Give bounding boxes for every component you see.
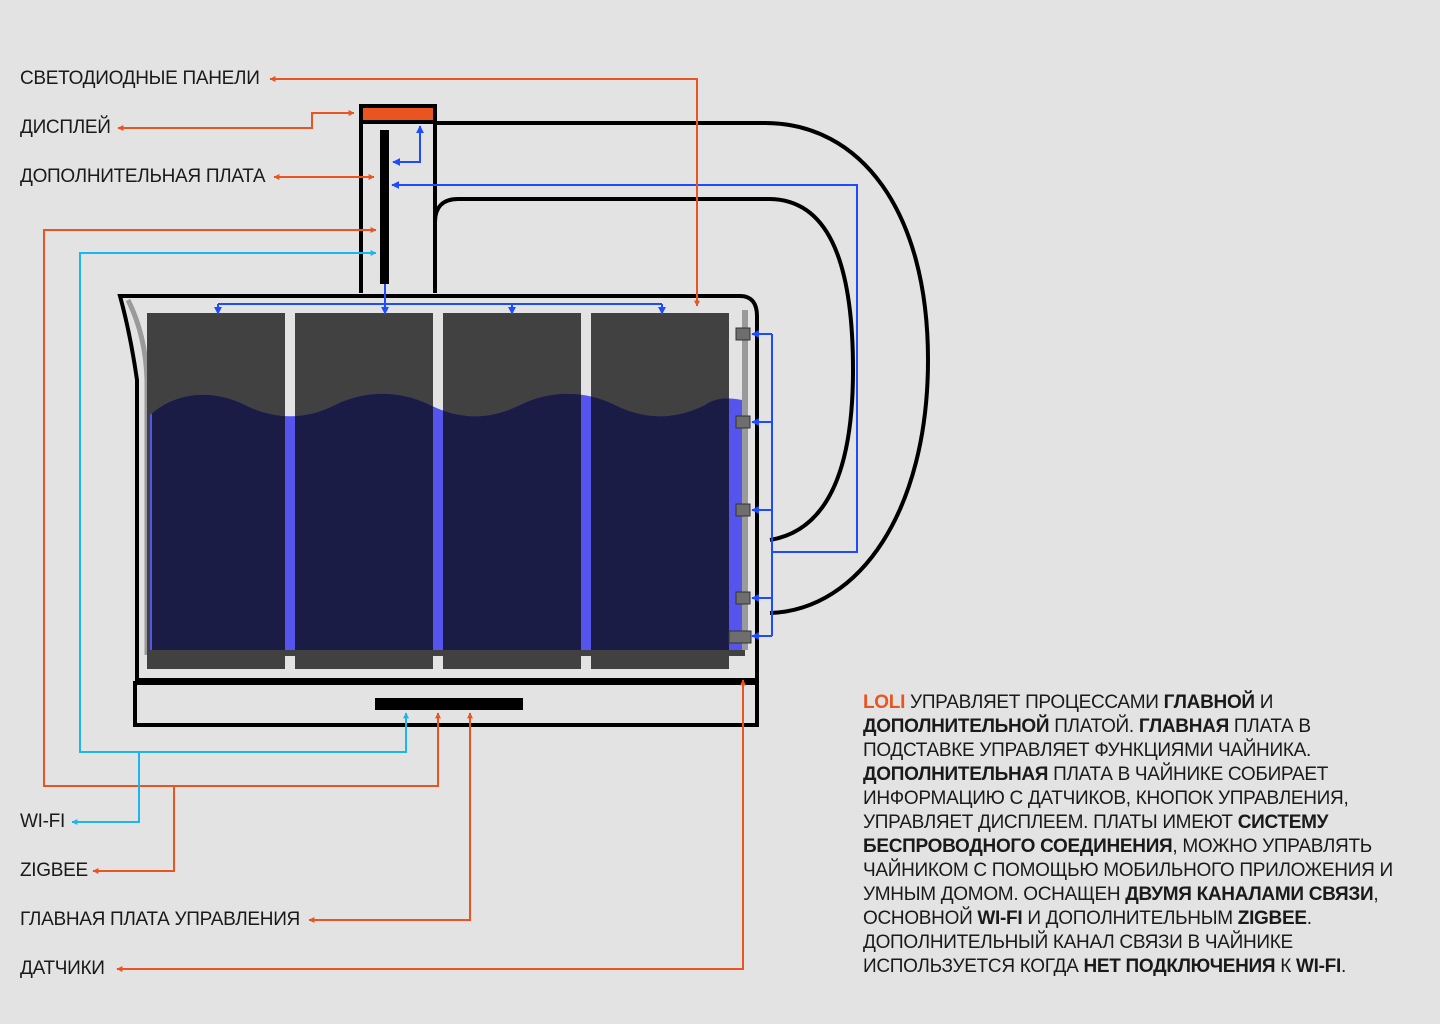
display-screen xyxy=(359,104,437,124)
main-board xyxy=(375,698,523,710)
sensor-5 xyxy=(728,630,752,644)
description-segment-15: и дополнительным xyxy=(1022,908,1238,929)
sensor-4 xyxy=(735,591,751,605)
label-display: Дисплей xyxy=(20,117,111,138)
description-segment-10: систему беспроводного соединения xyxy=(863,812,1329,857)
description-segment-7: плата в подставке управляет функциями ча… xyxy=(863,716,1311,761)
kettle-handle-outer xyxy=(435,121,931,615)
description-segment-1: управляет процессами xyxy=(905,692,1164,713)
sensors xyxy=(728,327,752,644)
description-segment-16: Zigbee xyxy=(1237,908,1307,929)
description-segment-5: платой. xyxy=(1049,716,1139,737)
water-bottom xyxy=(150,650,745,656)
water xyxy=(150,393,742,655)
label-sensors: Датчики xyxy=(20,958,105,979)
label-leaders-cyan xyxy=(71,250,409,825)
description-segment-11: , можно управлять чайником с помощью моб… xyxy=(863,836,1393,905)
description-segment-3: и xyxy=(1254,692,1274,713)
label-led-panels: Светодиодные панели xyxy=(20,68,260,89)
label-zigbee: Zigbee xyxy=(20,860,88,881)
label-leaders-orange xyxy=(43,76,746,972)
label-wifi: Wi-Fi xyxy=(20,811,65,832)
description-segment-12: двумя каналами связи xyxy=(1125,884,1374,905)
description-segment-0: LOLI xyxy=(863,692,906,713)
description-segment-8: Дополнительная xyxy=(863,764,1049,785)
description-segment-6: Главная xyxy=(1138,716,1229,737)
sensor-1 xyxy=(735,327,751,341)
description-segment-19: к xyxy=(1275,956,1296,977)
description-segment-17: . Дополнительный канал связи в чайнике и… xyxy=(863,908,1312,977)
description-segment-18: нет подключения xyxy=(1083,956,1276,977)
description-segment-14: Wi-Fi xyxy=(977,908,1023,929)
aux-board xyxy=(380,130,389,284)
label-main-board: Главная плата управления xyxy=(20,909,300,930)
kettle-neck xyxy=(359,118,437,293)
description-segment-9: плата в чайнике собирает информацию с да… xyxy=(863,764,1349,833)
description-segment-20: Wi-Fi xyxy=(1296,956,1341,977)
sensor-2 xyxy=(735,415,751,429)
description-segment-2: главной xyxy=(1163,692,1255,713)
description-segment-4: дополнительной xyxy=(863,716,1050,737)
description-segment-13: , основной xyxy=(863,884,1379,929)
description-text: LOLI управляет процессами главной и допо… xyxy=(863,691,1423,979)
sensor-3 xyxy=(735,503,751,517)
description-segment-21: . xyxy=(1340,956,1346,977)
label-aux-board: Дополнительная плата xyxy=(20,166,266,187)
